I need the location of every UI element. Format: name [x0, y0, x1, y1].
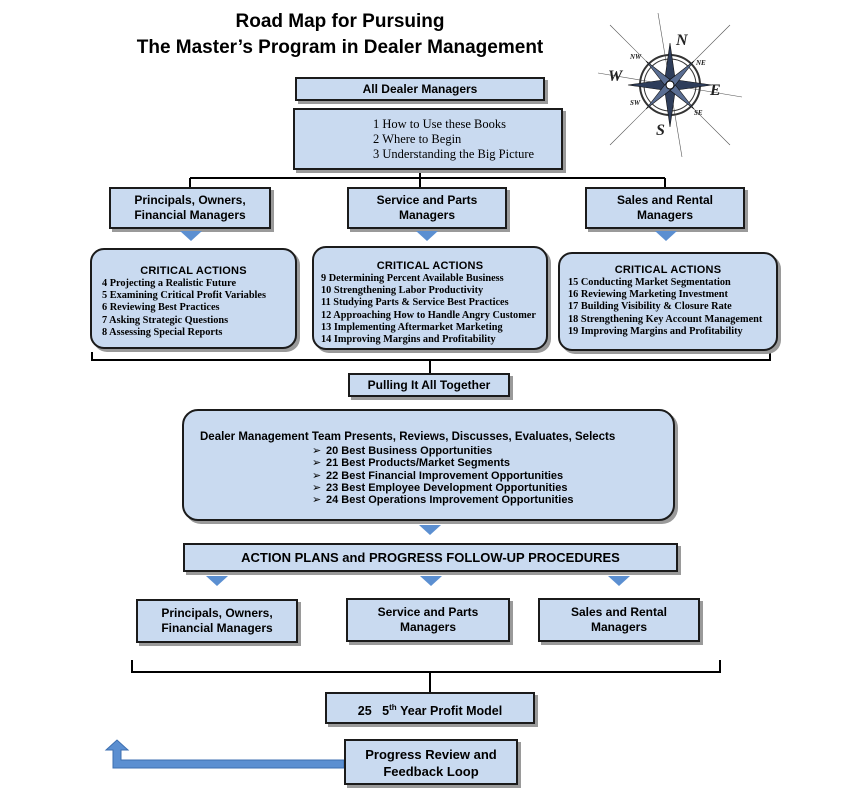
critical-actions-heading: CRITICAL ACTIONS [614, 264, 722, 276]
sales-managers-label: Sales and Rental Managers [616, 193, 714, 222]
critical-action-item: 9 Determining Percent Available Business [321, 273, 504, 284]
arrow-bullet-icon: ➢ [312, 445, 322, 457]
critical-action-item: 18 Strengthening Key Account Management [568, 313, 763, 325]
compass-label-se: SE [694, 109, 703, 117]
critical-action-item: 8 Assessing Special Reports [102, 326, 223, 338]
down-arrow-icon [419, 525, 441, 535]
team-item: 21 Best Products/Market Segments [326, 457, 511, 470]
critical-action-item: 19 Improving Margins and Profitability [568, 325, 743, 337]
compass-label-sw: SW [630, 99, 641, 107]
critical-action-item: 14 Improving Margins and Profitability [321, 334, 496, 346]
profit-model-box: 25 5th Year Profit Model [325, 692, 535, 724]
critical-actions-heading: CRITICAL ACTIONS [140, 265, 247, 277]
critical-action-item: 11 Studying Parts & Service Best Practic… [321, 297, 509, 309]
critical-actions-heading: CRITICAL ACTIONS [376, 260, 484, 272]
feedback-line2: Feedback Loop [383, 764, 479, 779]
critical-action-item: 15 Conducting Market Segmentation [568, 277, 731, 288]
sales-managers-label: Sales and Rental Managers [570, 605, 668, 634]
profit-model-label: Year Profit Model [400, 704, 503, 719]
service-managers-box: Service and Parts Managers [347, 187, 507, 229]
principals-managers-box: Principals, Owners, Financial Managers [109, 187, 271, 229]
critical-action-item: 6 Reviewing Best Practices [102, 302, 220, 314]
down-arrow-icon [420, 576, 442, 586]
feedback-loop-arrow [104, 739, 345, 769]
arrow-bullet-icon: ➢ [312, 481, 322, 494]
profit-model-ordinal: 5 [382, 704, 390, 719]
feedback-line1: Progress Review and [365, 747, 497, 762]
compass-label-ne: NE [695, 59, 706, 67]
critical-action-item: 12 Approaching How to Handle Angry Custo… [321, 309, 536, 321]
service-managers-label: Service and Parts Managers [376, 193, 478, 222]
team-item: 24 Best Operations Improvement Opportuni… [326, 494, 574, 507]
team-heading: Dealer Management Team Presents, Reviews… [200, 431, 616, 443]
down-arrow-icon [608, 576, 630, 586]
down-arrow-icon [180, 231, 202, 241]
intro-step: 2 Where to Begin [373, 132, 462, 146]
feedback-loop-box: Progress Review and Feedback Loop [344, 739, 518, 785]
service-managers-box-bottom: Service and Parts Managers [346, 598, 510, 642]
pulling-together-box: Pulling It All Together [348, 373, 510, 397]
critical-actions-sales: CRITICAL ACTIONS 15 Conducting Market Se… [558, 252, 778, 351]
down-arrow-icon [416, 231, 438, 241]
critical-action-item: 13 Implementing Aftermarket Marketing [321, 321, 503, 333]
down-arrow-icon [206, 576, 228, 586]
profit-model-number: 25 [357, 704, 372, 719]
intro-step: 1 How to Use these Books [373, 117, 506, 131]
compass-label-w: W [608, 68, 624, 85]
compass-label-e: E [709, 82, 721, 99]
team-item: 22 Best Financial Improvement Opportunit… [326, 469, 564, 482]
intro-steps-box: 1 How to Use these Books 2 Where to Begi… [293, 108, 563, 170]
sales-managers-box-bottom: Sales and Rental Managers [538, 598, 700, 642]
down-arrow-icon [655, 231, 677, 241]
profit-model-superscript: th [389, 703, 397, 712]
compass-rose-icon: N NE E SE S SW W NW [597, 12, 743, 158]
principals-managers-label: Principals, Owners, Financial Managers [161, 606, 273, 635]
service-managers-label: Service and Parts Managers [377, 605, 479, 634]
sales-managers-box: Sales and Rental Managers [585, 187, 745, 229]
compass-label-s: S [656, 122, 665, 139]
all-dealer-managers-box: All Dealer Managers [295, 77, 545, 101]
intro-step: 3 Understanding the Big Picture [373, 147, 535, 161]
action-plans-box: ACTION PLANS and PROGRESS FOLLOW-UP PROC… [183, 543, 678, 572]
team-selection-box: Dealer Management Team Presents, Reviews… [182, 409, 675, 521]
principals-managers-box-bottom: Principals, Owners, Financial Managers [136, 599, 298, 643]
team-item: 20 Best Business Opportunities [326, 445, 493, 457]
critical-action-item: 17 Building Visibility & Closure Rate [568, 301, 732, 313]
critical-action-item: 10 Strengthening Labor Productivity [321, 285, 484, 297]
critical-actions-principals: CRITICAL ACTIONS 4 Projecting a Realisti… [90, 248, 297, 349]
compass-label-n: N [675, 32, 689, 49]
critical-action-item: 4 Projecting a Realistic Future [102, 278, 237, 289]
arrow-bullet-icon: ➢ [312, 457, 322, 470]
critical-actions-service: CRITICAL ACTIONS 9 Determining Percent A… [312, 246, 548, 350]
arrow-bullet-icon: ➢ [312, 469, 322, 482]
team-item: 23 Best Employee Development Opportuniti… [326, 481, 568, 494]
critical-action-item: 16 Reviewing Marketing Investment [568, 289, 728, 301]
critical-action-item: 7 Asking Strategic Questions [102, 314, 229, 326]
diagram-title-line1: Road Map for Pursuing [235, 11, 445, 32]
critical-action-item: 5 Examining Critical Profit Variables [102, 290, 266, 302]
diagram-title-line2: The Master’s Program in Dealer Managemen… [136, 37, 544, 58]
principals-managers-label: Principals, Owners, Financial Managers [134, 193, 246, 222]
compass-label-nw: NW [629, 53, 642, 61]
arrow-bullet-icon: ➢ [312, 494, 322, 507]
